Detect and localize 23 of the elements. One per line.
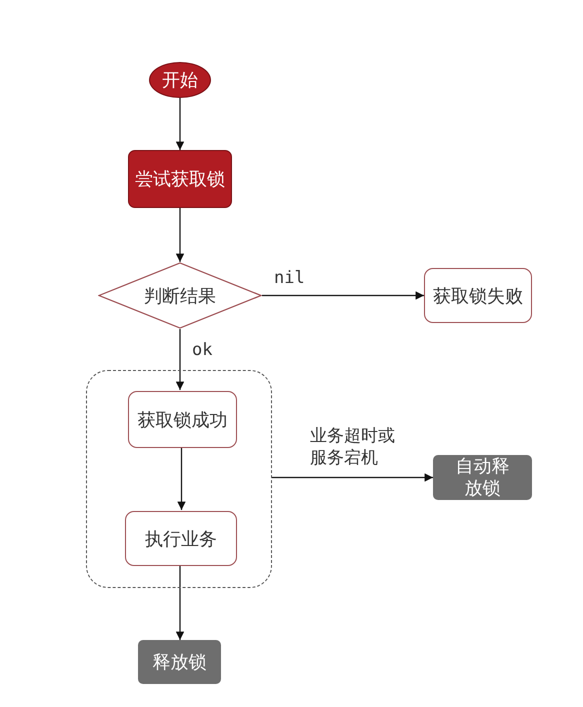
group-box	[86, 370, 272, 588]
arrow	[272, 473, 433, 482]
node-text: 自动释放锁	[454, 456, 510, 500]
node-text: 开始	[162, 69, 198, 92]
decision-diamond	[98, 262, 262, 329]
arrow	[176, 208, 184, 262]
node-text: 执行业务	[145, 528, 217, 550]
node-text: 获取锁成功	[138, 408, 228, 432]
process-box	[128, 391, 237, 448]
node-text: 获取锁失败	[433, 284, 523, 308]
arrow	[176, 98, 184, 150]
node-text: 释放锁	[152, 651, 206, 674]
node-text: 判断结果	[144, 284, 216, 308]
arrow	[262, 291, 424, 300]
process-box	[424, 268, 532, 323]
arrow	[176, 329, 184, 390]
node-text: 尝试获取锁	[135, 168, 225, 191]
arrow	[176, 565, 184, 640]
process-box	[125, 511, 237, 566]
process-box	[128, 150, 232, 208]
arrow	[177, 447, 186, 510]
process-box	[433, 455, 532, 500]
process-box	[138, 640, 221, 684]
